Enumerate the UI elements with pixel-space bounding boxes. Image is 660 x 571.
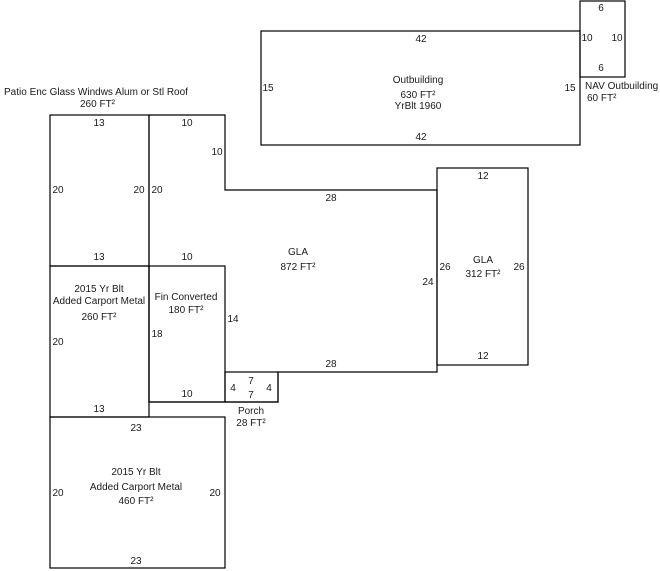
carport-lower: 2015 Yr Blt Added Carport Metal 460 FT² …	[49, 416, 226, 569]
gla-right: GLA 312 FT² 12 12 26 26	[436, 167, 529, 366]
porch-label: Porch	[238, 406, 264, 417]
porch-dim-top: 7	[248, 376, 254, 387]
patio-label: Patio Enc Glass Windws Alum or Stl Roof	[4, 87, 188, 98]
nav-outbuilding-label: NAV Outbuilding	[585, 81, 658, 92]
gla-right-dim-bottom: 12	[477, 351, 489, 362]
carport-upper-year: 2015 Yr Blt	[74, 284, 124, 295]
carport-upper-dim-bottom: 13	[93, 404, 105, 415]
carport-lower-dim-right: 20	[209, 488, 221, 499]
gla-main-label: GLA	[288, 247, 308, 258]
fin-converted: Fin Converted 180 FT² 18	[148, 265, 226, 403]
outbuilding-dim-right: 15	[564, 83, 576, 94]
porch-dim-bottom: 7	[248, 390, 254, 401]
gla-right-outline	[436, 167, 529, 366]
outbuilding-outline	[260, 30, 581, 146]
nav-outbuilding-area: 60 FT²	[587, 93, 617, 104]
carport-lower-outline	[49, 416, 226, 569]
nav-outbuilding-dim-left: 10	[581, 33, 593, 44]
fin-converted-outline	[148, 265, 226, 403]
nav-outbuilding: 6 6 10 10 NAV Outbuilding 60 FT²	[579, 0, 658, 104]
gla-main: GLA 872 FT² 10 10 28 20 10 24 14 28 10	[148, 114, 438, 403]
carport-upper-label: Added Carport Metal	[53, 296, 145, 307]
outbuilding-year: YrBlt 1960	[395, 101, 442, 112]
gla-main-dim-left: 20	[151, 185, 163, 196]
gla-main-dim-fin-bottom: 10	[181, 389, 193, 400]
fin-converted-label: Fin Converted	[155, 292, 218, 303]
carport-upper-area: 260 FT²	[81, 312, 117, 323]
porch-outline	[224, 371, 279, 403]
gla-main-dim-right: 24	[422, 277, 434, 288]
carport-upper-dim-left: 20	[52, 337, 64, 348]
gla-main-dim-fin-side: 14	[227, 314, 239, 325]
porch-dim-right: 4	[266, 383, 272, 394]
gla-main-dim-fin-top: 10	[181, 252, 193, 263]
patio-dim-left: 20	[52, 185, 64, 196]
gla-main-dim-step: 10	[211, 147, 223, 158]
fin-converted-area: 180 FT²	[168, 305, 204, 316]
nav-outbuilding-dim-top: 6	[598, 3, 604, 14]
outbuilding-area: 630 FT²	[400, 90, 436, 101]
patio-area: 260 FT²	[80, 99, 116, 110]
nav-outbuilding-dim-right: 10	[611, 33, 623, 44]
gla-main-dim-top-a: 10	[181, 118, 193, 129]
outbuilding-dim-bottom: 42	[415, 132, 427, 143]
gla-right-dim-top: 12	[477, 171, 489, 182]
patio-dim-bottom: 13	[93, 252, 105, 263]
outbuilding: Outbuilding 630 FT² YrBlt 1960 42 42 15 …	[260, 30, 581, 146]
porch-dim-left: 4	[230, 383, 236, 394]
gla-main-dim-bottom: 28	[325, 359, 337, 370]
porch-area: 28 FT²	[236, 418, 266, 429]
carport-lower-area: 460 FT²	[118, 496, 154, 507]
nav-outbuilding-dim-bottom: 6	[598, 63, 604, 74]
outbuilding-label: Outbuilding	[393, 75, 444, 86]
outbuilding-dim-left: 15	[262, 83, 274, 94]
gla-right-dim-right: 26	[513, 262, 525, 273]
carport-lower-dim-bottom: 23	[130, 556, 142, 567]
carport-upper: 2015 Yr Blt Added Carport Metal 260 FT² …	[49, 265, 150, 418]
fin-converted-dim-left: 18	[151, 329, 163, 340]
carport-lower-label: Added Carport Metal	[90, 482, 182, 493]
gla-right-dim-left: 26	[439, 262, 451, 273]
carport-lower-dim-top: 23	[130, 423, 142, 434]
nav-outbuilding-outline	[579, 0, 626, 78]
patio-dim-top: 13	[93, 118, 105, 129]
carport-lower-year: 2015 Yr Blt	[111, 467, 161, 478]
outbuilding-dim-top: 42	[415, 34, 427, 45]
patio-dim-right: 20	[133, 185, 145, 196]
gla-main-area: 872 FT²	[280, 262, 316, 273]
porch: 7 7 4 4 Porch 28 FT²	[224, 371, 279, 429]
patio-enclosure: Patio Enc Glass Windws Alum or Stl Roof …	[4, 87, 188, 267]
gla-right-label: GLA	[473, 255, 493, 266]
gla-main-dim-top-b: 28	[325, 193, 337, 204]
carport-lower-dim-left: 20	[52, 488, 64, 499]
gla-right-area: 312 FT²	[465, 269, 501, 280]
